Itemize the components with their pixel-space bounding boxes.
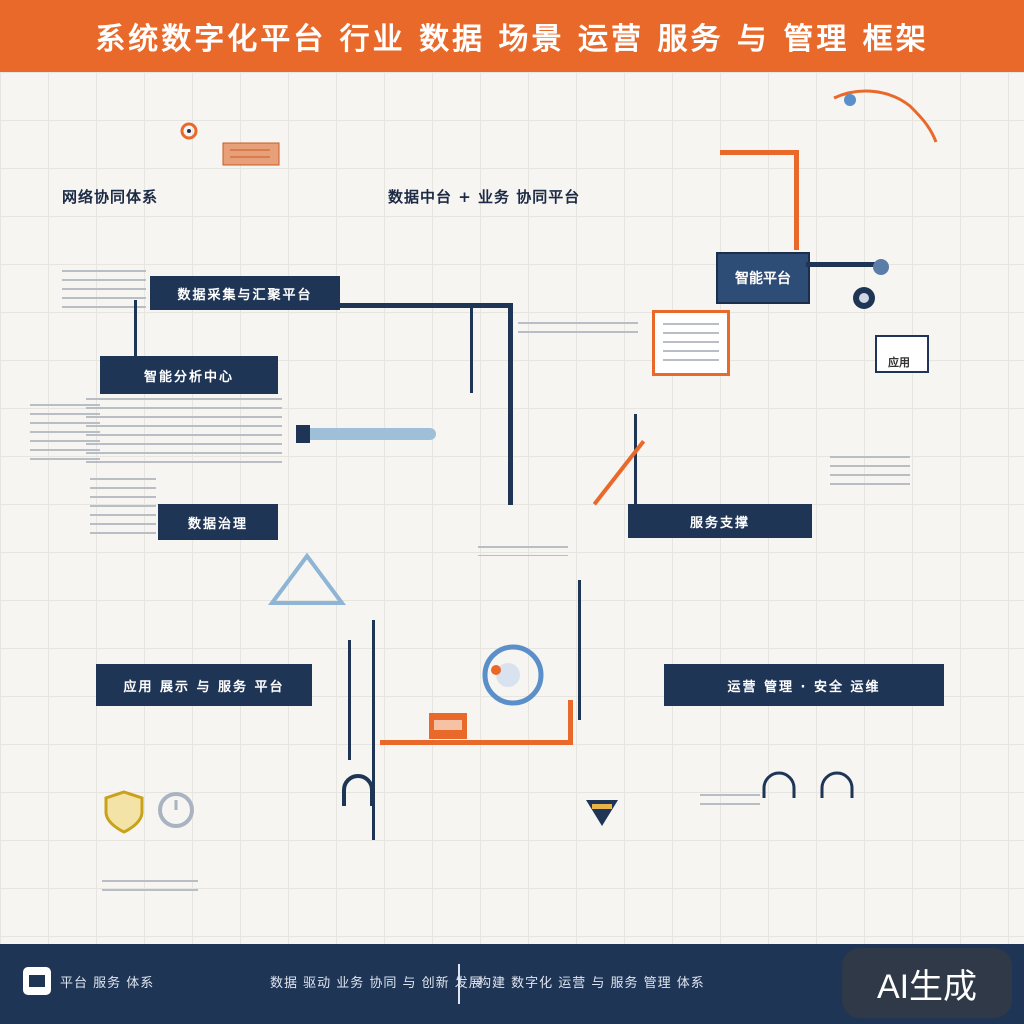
node-service-support[interactable]: 服务支撑 (628, 504, 812, 538)
footer-item-1: 平台 服务 体系 (60, 976, 155, 991)
node-operations-label: 运营 管理 · 安全 运维 (727, 679, 881, 695)
orange-connector (720, 150, 798, 155)
person-icon (830, 86, 940, 150)
connector-line (340, 303, 512, 308)
gear-icon (178, 120, 200, 146)
ai-generated-badge: AI生成 (842, 948, 1012, 1018)
connector-line (578, 580, 581, 720)
orange-connector (568, 700, 573, 745)
ai-generated-label: AI生成 (876, 967, 978, 1006)
list-lines-8 (478, 546, 568, 556)
list-lines-1 (62, 270, 146, 308)
connector-line (806, 262, 876, 267)
list-lines-4 (90, 478, 156, 534)
caption-top-center: 数据中台 + 业务 协同平台 (388, 188, 581, 206)
pipe-icon (296, 420, 446, 454)
device-icon (222, 142, 282, 172)
tag-label: 应用 (888, 356, 910, 369)
headset-icon (760, 770, 798, 812)
list-lines-6 (518, 322, 638, 338)
globe-icon (478, 640, 548, 714)
funnel-icon (584, 798, 620, 832)
list-lines-9 (102, 880, 198, 892)
footer-item-2: 数据 驱动 业务 协同 与 创新 发展 (270, 976, 483, 991)
connector-line (634, 414, 637, 506)
orange-connector (380, 740, 572, 745)
node-analysis-center-label: 智能分析中心 (143, 369, 234, 385)
orange-connector (794, 150, 799, 250)
connector-line (508, 303, 513, 505)
node-data-collection[interactable]: 数据采集与汇聚平台 (150, 276, 340, 310)
logo-icon (22, 966, 52, 1000)
clock-icon (156, 790, 196, 834)
node-data-governance[interactable]: 数据治理 (158, 504, 278, 540)
platform-screen-label: 智能平台 (735, 271, 791, 287)
list-lines-5 (663, 323, 719, 363)
sensor-icon (870, 256, 892, 282)
connector-line (372, 620, 375, 840)
connector-line (470, 303, 473, 393)
monitor-box (652, 310, 730, 376)
platform-screen[interactable]: 智能平台 (716, 252, 810, 304)
list-lines-3 (30, 404, 100, 464)
tag-box (874, 334, 930, 378)
page-title: 系统数字化平台 行业 数据 场景 运营 服务 与 管理 框架 (95, 22, 929, 57)
connector-line (348, 640, 351, 760)
bell-icon (338, 772, 378, 816)
headset-icon (818, 770, 856, 812)
node-data-collection-label: 数据采集与汇聚平台 (177, 287, 313, 303)
node-data-governance-label: 数据治理 (187, 516, 248, 532)
caption-top-left: 网络协同体系 (62, 188, 159, 206)
list-lines-10 (700, 794, 760, 810)
list-lines-7 (830, 456, 910, 492)
node-service-support-label: 服务支撑 (689, 515, 750, 531)
server-icon (428, 712, 468, 744)
footer-divider (458, 964, 460, 1004)
node-operations[interactable]: 运营 管理 · 安全 运维 (664, 664, 944, 706)
shield-icon (104, 790, 144, 838)
blueprint-icon (262, 548, 352, 612)
title-bar: 系统数字化平台 行业 数据 场景 运营 服务 与 管理 框架 (0, 0, 1024, 72)
node-application-platform-label: 应用 展示 与 服务 平台 (123, 679, 285, 695)
camera-icon (850, 284, 878, 316)
node-analysis-center[interactable]: 智能分析中心 (100, 356, 278, 394)
connector-line (134, 300, 137, 356)
footer-item-3: 构建 数字化 运营 与 服务 管理 体系 (478, 976, 705, 991)
list-lines-2 (86, 398, 282, 464)
node-application-platform[interactable]: 应用 展示 与 服务 平台 (96, 664, 312, 706)
